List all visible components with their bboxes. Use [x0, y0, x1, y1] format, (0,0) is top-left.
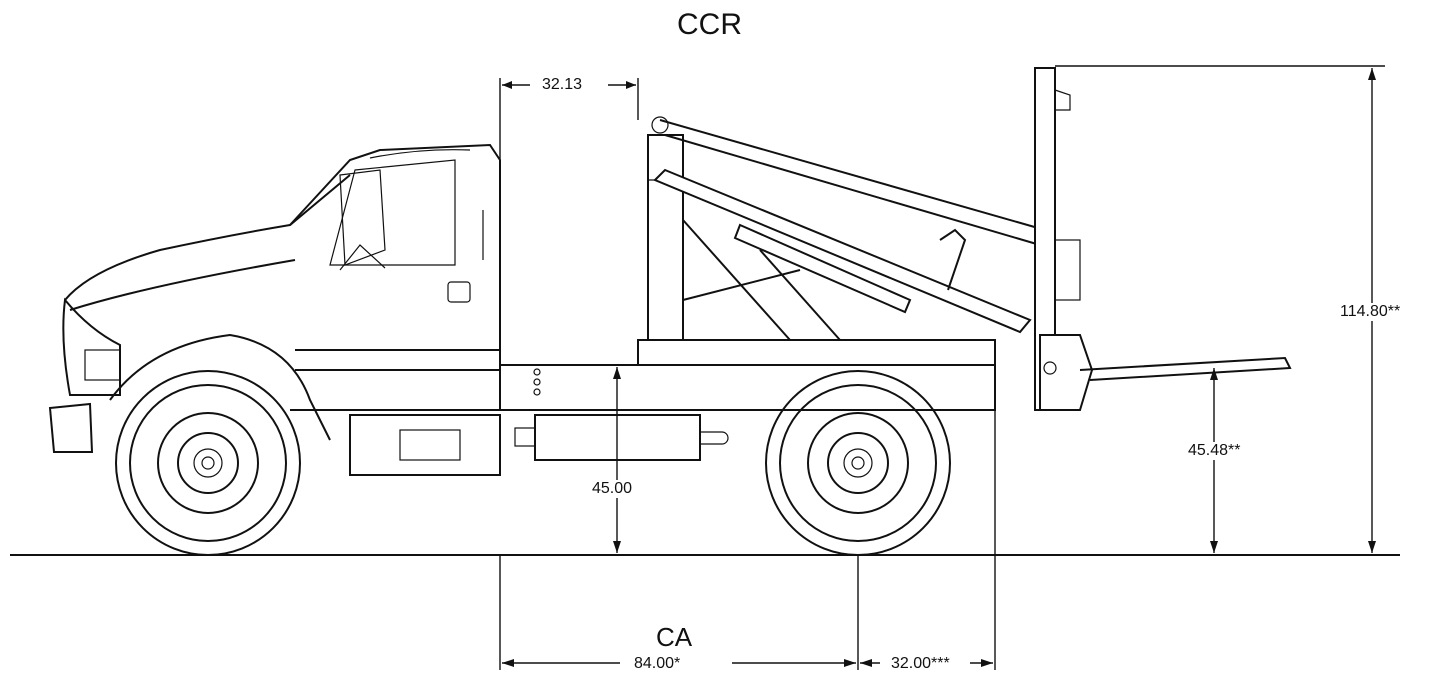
dim-frame-height [613, 367, 621, 553]
dim-wheel-lift-height [1210, 368, 1218, 553]
dim-label-rear-overhang: 32.00*** [889, 655, 952, 673]
dim-label-ca-value: 84.00* [632, 655, 683, 673]
dim-overall-height [1055, 65, 1385, 553]
dim-label-wheel-lift-height: 45.48** [1186, 442, 1243, 460]
boom [653, 119, 1046, 341]
mast [647, 116, 684, 341]
dim-top-offset [499, 78, 639, 365]
dim-label-frame-height: 45.00 [590, 480, 635, 498]
rear-wheel [765, 370, 951, 556]
dim-bottom [499, 410, 996, 670]
dim-label-top-offset: 32.13 [540, 76, 585, 94]
fuel-tanks [349, 414, 729, 476]
front-wheel [115, 370, 301, 556]
tailboard [1034, 67, 1292, 411]
bed-base [637, 339, 996, 366]
drawing-title: CCR [677, 8, 742, 41]
dim-label-overall-height: 114.80** [1338, 303, 1403, 321]
dim-label-ca: CA [656, 622, 693, 652]
